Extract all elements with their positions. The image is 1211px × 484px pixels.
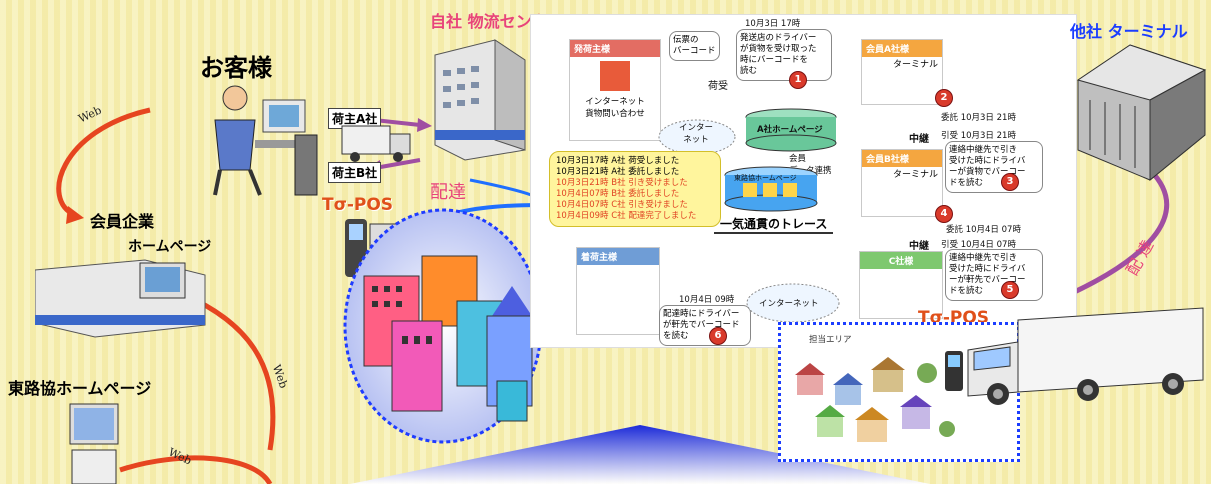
relay-label: 中継: [909, 134, 929, 145]
other-terminal-title: 他社 ターミナル: [1070, 22, 1188, 41]
web-arrow-3: [119, 455, 273, 484]
shipper-head: 発荷主様: [570, 40, 660, 57]
badge-2: 2: [935, 89, 953, 107]
customer-computer-illustration: [213, 85, 318, 196]
receiver-head: 着荷主様: [577, 248, 659, 265]
ikki-trace-label: 一気通貫のトレース: [714, 215, 834, 234]
member-a-terminal: ターミナル: [892, 60, 938, 70]
customer-label: お客様: [200, 54, 272, 82]
receiver-node: 着荷主様: [576, 247, 660, 335]
barcode-bubble: 伝票の バーコード: [669, 31, 720, 61]
member-b-bubble: 連絡中継先で引き 受けた時にドライバ ーが貨物でバーコー ドを読む: [945, 141, 1043, 193]
event1-time: 10月3日 17時: [745, 19, 801, 29]
member-c-node: C社様: [859, 251, 943, 319]
member-c-bubble: 連絡中継先で引き 受けた時にドライバ ーが軒先でバーコー ドを読む: [945, 249, 1043, 301]
member-c-time-in: 引受 10月4日 07時: [941, 240, 1016, 250]
event6-bubble: 配達時にドライバー が軒先でバーコード を読む: [659, 305, 751, 346]
logistics-building-illustration: [434, 39, 526, 161]
internet-label: インター ネット: [679, 123, 714, 145]
trace-line-6: 10月4日09時 C社 配達完了しました: [556, 211, 697, 221]
member-a-head: 会員A社様: [862, 40, 942, 57]
badge-5: 5: [1001, 281, 1019, 299]
spotlight-triangle: [350, 425, 930, 484]
member-building-illustration: [35, 259, 206, 338]
trace-line-5: 10月4日07時 C社 引き受けました: [556, 200, 688, 210]
member-company-label: 会員企業: [90, 212, 155, 231]
badge-4: 4: [935, 205, 953, 223]
event1-bubble: 発送店のドライバー が貨物を受け取った 時にバーコードを 読む: [736, 29, 832, 81]
a-homepage-cylinder: [745, 108, 837, 152]
a-homepage-label: A社ホームページ: [757, 125, 823, 135]
shipper-building-icon: [600, 61, 630, 91]
toroken-hp-label: 東路協ホームページ: [734, 174, 797, 182]
member-a-time: 委託 10月3日 21時: [941, 113, 1016, 123]
delivery-truck-illustration: [967, 307, 1204, 405]
delivery-label: 配達: [430, 182, 466, 203]
toroken-homepage-label: 東路協ホームページ: [8, 379, 152, 398]
member-b-node: 会員B社様 ターミナル: [861, 149, 943, 217]
terminal-building-illustration: [1076, 44, 1207, 182]
web-arrow-1: [56, 107, 151, 218]
toroken-cylinder: [724, 166, 818, 212]
member-c-head: C社様: [860, 252, 942, 269]
area-label: 担当エリア: [809, 335, 852, 345]
trace-line-2: 10月3日21時 A社 委託しました: [556, 167, 680, 177]
niuke-label: 荷受: [708, 81, 728, 92]
member-b-terminal: ターミナル: [892, 170, 938, 180]
delivery-area-map: 担当エリア: [778, 322, 1020, 462]
city-circle: [343, 208, 543, 444]
badge-6: 6: [709, 327, 727, 345]
area-town-illustration: [795, 351, 963, 442]
trace-diagram-panel: 発荷主様 インターネット 貨物問い合わせ 伝票の バーコード 10月3日 17時…: [530, 14, 1077, 348]
trace-line-4: 10月4日07時 B社 委託しました: [556, 189, 680, 199]
internet2-label: インターネット: [759, 299, 819, 309]
trace-line-3: 10月3日21時 B社 引き受けました: [556, 178, 688, 188]
event6-time: 10月4日 09時: [679, 295, 735, 305]
shipper-truck-icon: [341, 125, 411, 162]
member-b-time-in: 引受 10月3日 21時: [941, 131, 1016, 141]
trace-line-1: 10月3日17時 A社 荷受しました: [556, 156, 680, 166]
shipper-body: インターネット 貨物問い合わせ: [585, 97, 645, 119]
relay2-label: 中継: [909, 241, 929, 252]
member-b-head: 会員B社様: [862, 150, 942, 167]
trace-list: 10月3日17時 A社 荷受しました 10月3日21時 A社 委託しました 10…: [549, 151, 721, 227]
member-homepage-label: ホームページ: [128, 239, 212, 255]
member-a-node: 会員A社様 ターミナル: [861, 39, 943, 105]
shipper-node: 発荷主様 インターネット 貨物問い合わせ: [569, 39, 661, 141]
toroken-computer-icon: [69, 403, 119, 484]
topos-label-left: Tσ-POS: [322, 195, 394, 215]
shipper-b-label: 荷主B社: [328, 162, 382, 183]
member-b-time-out: 委託 10月4日 07時: [946, 225, 1021, 235]
badge-1: 1: [789, 71, 807, 89]
badge-3: 3: [1001, 173, 1019, 191]
